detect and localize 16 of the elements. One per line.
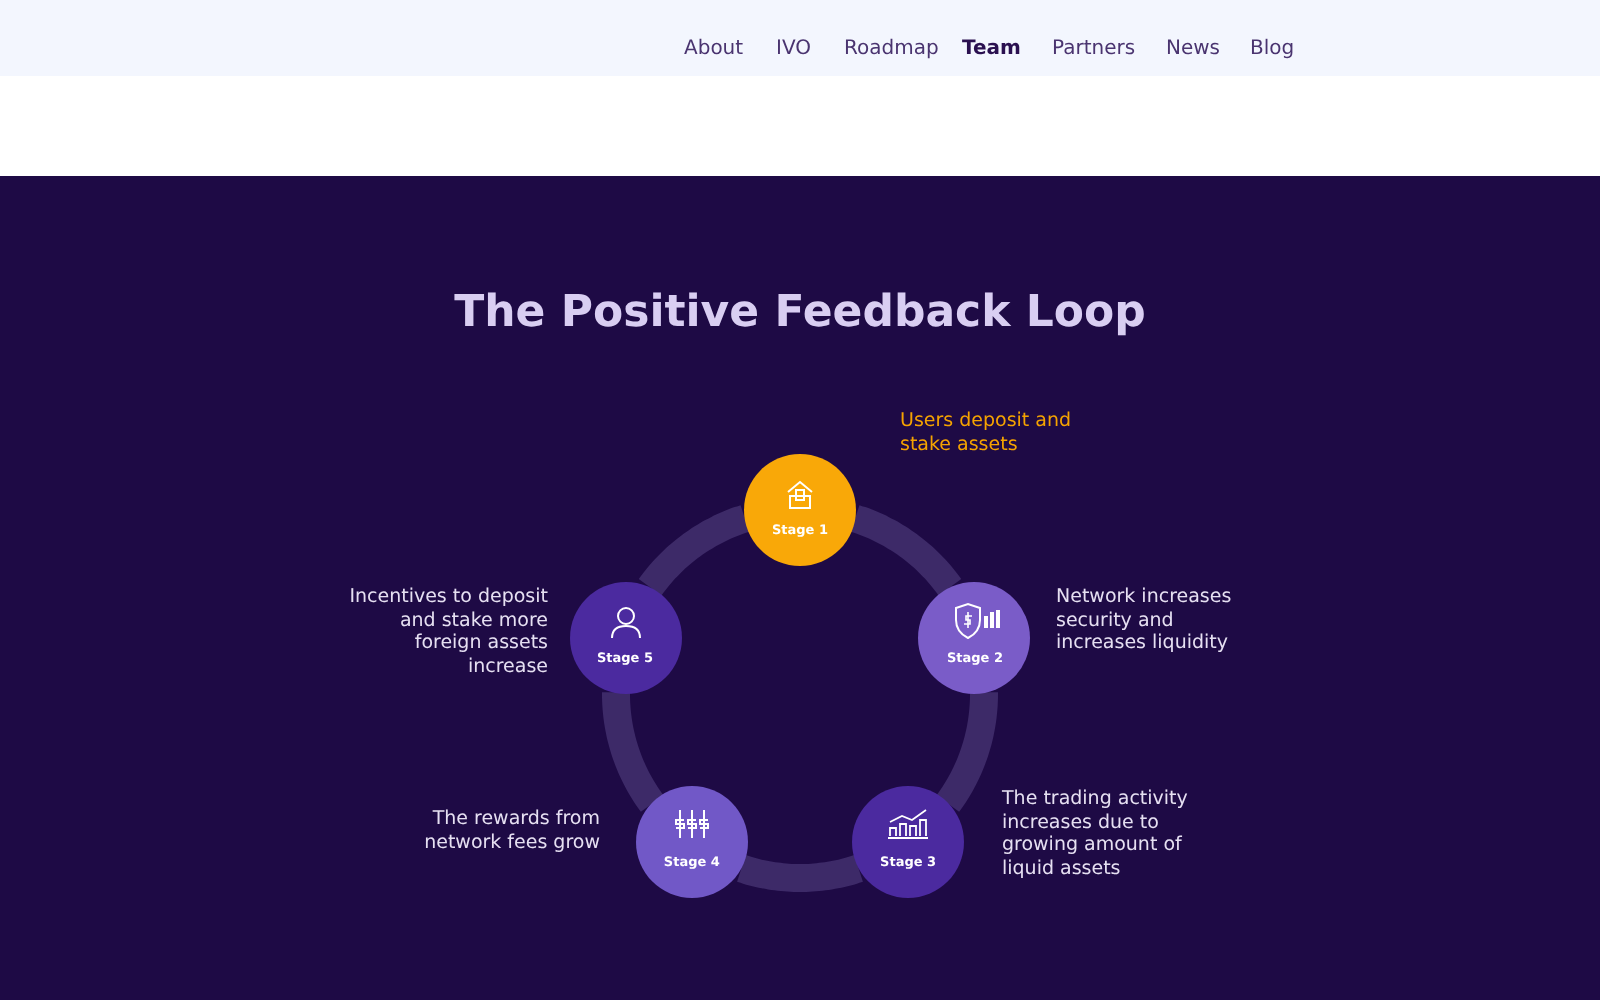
ring-segment — [733, 855, 867, 892]
nav-link: Blog — [1250, 38, 1295, 60]
nav-link: IVO — [776, 38, 811, 60]
stage-description: The rewards from network fees grow — [422, 808, 600, 854]
nav-link: About — [684, 38, 744, 60]
stage-description: The trading activity increases due to growing amount of liquid assets — [1002, 788, 1190, 880]
stage-description: Network increases security and increases liquidity — [1056, 586, 1234, 655]
ring-segment — [846, 505, 962, 597]
nav-link: Roadmap — [844, 38, 939, 60]
nav-link: Partners — [1052, 38, 1136, 60]
stage-description: Incentives to deposit and stake more foreign assets increase — [347, 586, 548, 678]
ring-segment — [638, 505, 754, 597]
stage-description: Users deposit and stake assets — [900, 410, 1074, 456]
nav-link: News — [1166, 38, 1221, 60]
nav-link: Team — [962, 38, 1021, 60]
section-title: The Positive Feedback Loop — [452, 288, 1148, 338]
